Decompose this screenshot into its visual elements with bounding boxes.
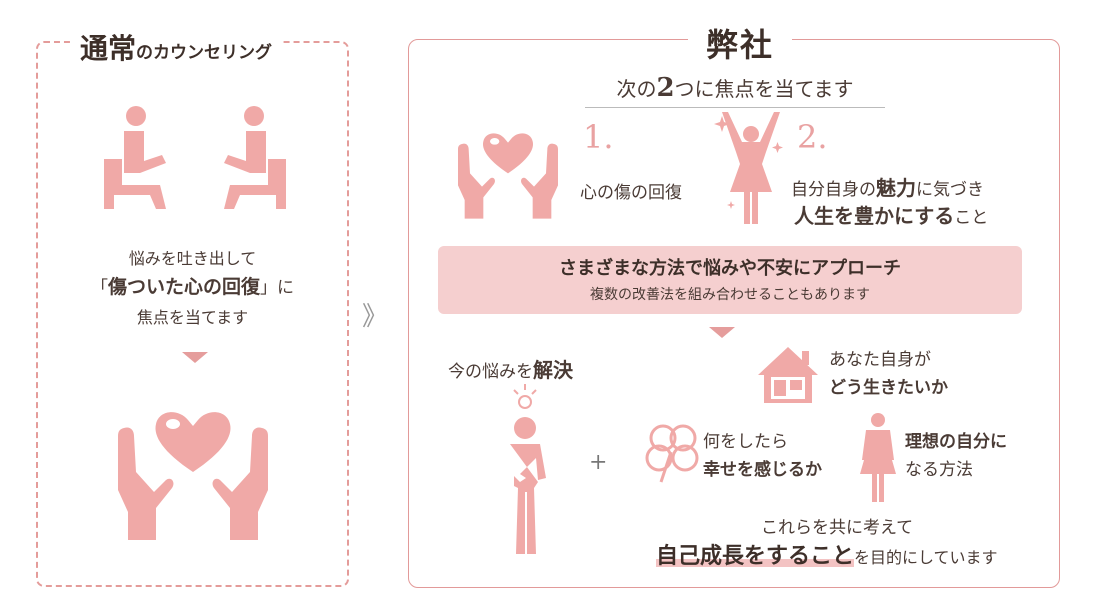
- focus-subtitle: 次の2つに焦点を当てます: [585, 73, 885, 108]
- point2-line1: 自分自身の魅力に気づき: [791, 176, 984, 200]
- thinking-person-icon: [510, 384, 546, 554]
- standard-counseling-title: 通常のカウンセリング: [72, 27, 281, 67]
- point2-number: 2.: [797, 118, 828, 156]
- solve-label: 今の悩みを解決: [448, 358, 573, 382]
- company-title: 弊社: [688, 20, 793, 66]
- ideal-self-text: 理想の自分に なる方法: [905, 432, 1007, 480]
- left-desc-line1: 悩みを吐き出して: [128, 249, 257, 268]
- right-down-arrow-icon: [709, 327, 735, 338]
- left-down-arrow-icon: [182, 352, 208, 363]
- ideal-self-woman-icon: [860, 413, 896, 502]
- joyful-woman-icon: [714, 112, 783, 224]
- approach-banner: [438, 246, 1022, 314]
- closing-line2: 自己成長をすることを目的にしています: [656, 543, 998, 569]
- left-desc-line3: 焦点を当てます: [136, 308, 249, 327]
- left-desc-line2: 「傷ついた心の回復」に: [90, 276, 294, 298]
- clover-text: 何をしたら 幸せを感じるか: [703, 432, 822, 480]
- house-text: あなた自身が どう生きたいか: [829, 350, 948, 398]
- closing-line1: これらを共に考えて: [761, 518, 914, 538]
- clover-icon: [645, 424, 699, 483]
- heart-hands-icon: [118, 412, 268, 540]
- heart-hands-small-icon: [458, 133, 558, 219]
- house-icon: [758, 347, 818, 403]
- plus-sign: +: [589, 450, 608, 475]
- point1-number: 1.: [583, 118, 614, 156]
- banner-line1: さまざまな方法で悩みや不安にアプローチ: [559, 258, 901, 279]
- two-people-talking-icon: [104, 106, 286, 209]
- banner-line2: 複数の改善法を組み合わせることもあります: [590, 287, 870, 303]
- next-arrow-icon: 》: [362, 302, 389, 332]
- point1-text: 心の傷の回復: [580, 183, 682, 203]
- point2-line2: 人生を豊かにすること: [794, 204, 989, 228]
